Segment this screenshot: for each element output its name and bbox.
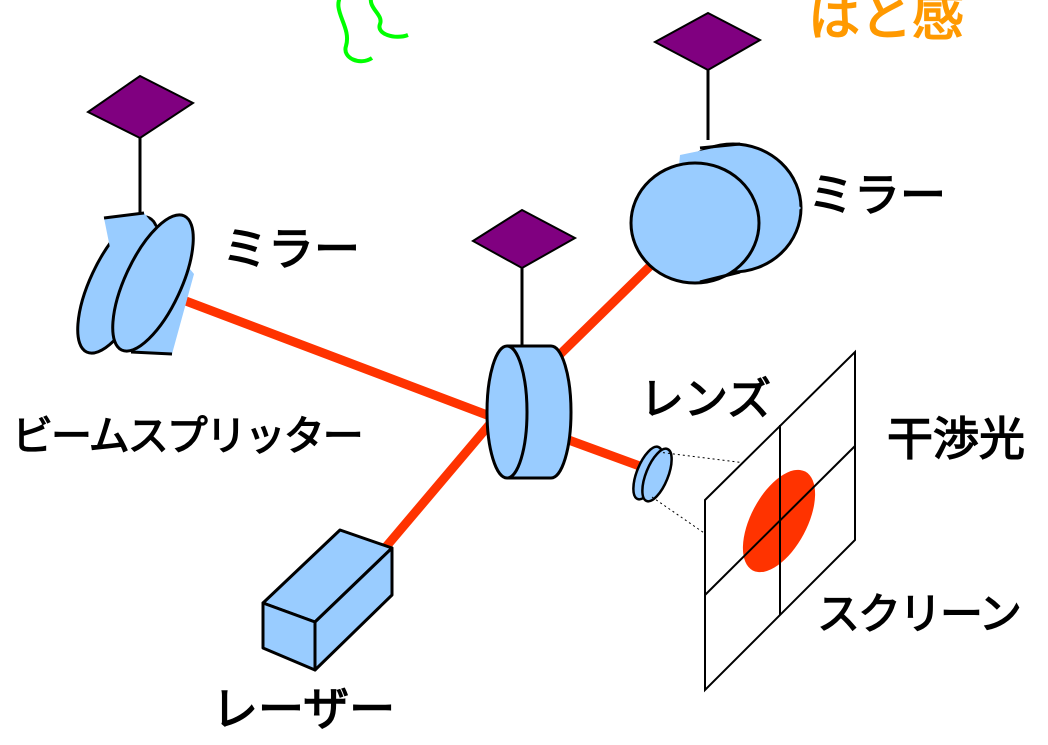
- detector-plate-center: [471, 208, 578, 270]
- wave-glyph: [336, 0, 409, 64]
- label-mirror-right: ミラー: [808, 168, 946, 222]
- label-mirror-left: ミラー: [222, 222, 360, 276]
- laser-box: [261, 528, 394, 672]
- mirror-left: [76, 211, 195, 356]
- lens: [632, 445, 673, 503]
- label-laser: レーザー: [212, 682, 396, 736]
- detector-plate-right: [652, 11, 763, 72]
- label-lens: レンズ: [640, 374, 772, 425]
- label-beam-splitter: ビームスプリッター: [12, 412, 364, 460]
- label-interference-light: 干渉光: [887, 412, 1025, 466]
- title-fragment: はと感: [808, 0, 965, 48]
- beam-from-laser: [380, 413, 500, 553]
- beam-to-left-mirror: [157, 287, 500, 423]
- screen: [704, 349, 856, 693]
- detectors: [86, 11, 763, 350]
- beam-splitter: [485, 344, 573, 480]
- label-screen: スクリーン: [817, 590, 1022, 640]
- mirror-right: [629, 142, 803, 285]
- detector-plate-left: [86, 74, 195, 140]
